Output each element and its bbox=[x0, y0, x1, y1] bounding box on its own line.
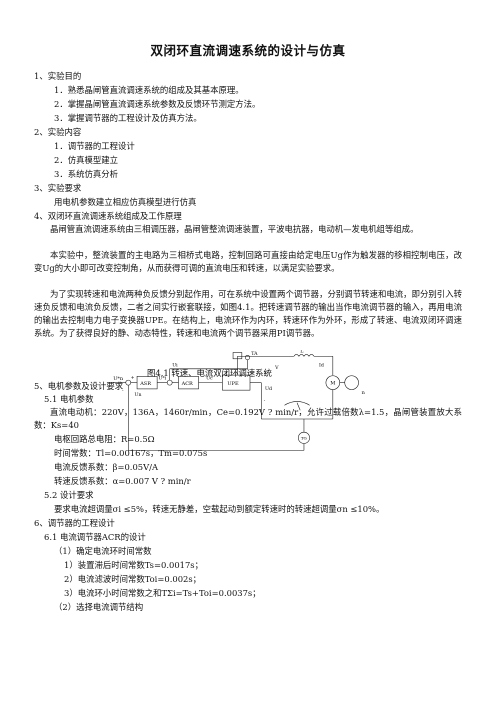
section-6-1-step-2: （2）选择电流调节结构 bbox=[54, 602, 144, 612]
section-6-1-item: 1）装置滞后时间常数Ts=0.0017s； bbox=[64, 560, 203, 570]
label-acr: ACR bbox=[181, 381, 193, 387]
section-2-item: 3．系统仿真分析 bbox=[54, 169, 118, 179]
section-5-heading: 5、电机参数及设计要求 bbox=[34, 381, 124, 391]
label-id: Id bbox=[319, 362, 324, 368]
section-6-1-step-1: （1）确定电流环时间常数 bbox=[54, 546, 152, 556]
section-1-item: 1．熟悉晶闸管直流调速系统的组成及其基本原理。 bbox=[54, 85, 244, 95]
sign-plus-1: + bbox=[131, 376, 135, 381]
section-6-1-item: 2）电流滤波时间常数Toi=0.002s； bbox=[64, 574, 202, 584]
section-6-1-heading: 6.1 电流调节器ACR的设计 bbox=[44, 532, 146, 542]
section-3-text: 用电机参数建立相应仿真模型进行仿真 bbox=[54, 197, 197, 207]
param-current-feedback: 电流反馈系数：β=0.05V/A bbox=[54, 462, 159, 472]
label-l: L bbox=[300, 350, 303, 355]
label-un: Un bbox=[135, 392, 142, 398]
sign-plus-2: + bbox=[264, 372, 268, 377]
param-time-constants: 时间常数：Tl=0.00167s，Tm=0.075s bbox=[54, 448, 208, 458]
section-1-heading: 1、实验目的 bbox=[34, 71, 82, 81]
label-asr: ASR bbox=[139, 381, 151, 387]
label-tg: TG bbox=[301, 436, 307, 441]
label-ui: Ui bbox=[172, 362, 178, 368]
design-requirement: 要求电流超调量σi ≤5%，转速无静差，空载起动到额定转速时的转速超调量σn ≤… bbox=[54, 504, 385, 514]
section-4-heading: 4、双闭环直流调速系统组成及工作原理 bbox=[34, 211, 182, 221]
label-uc: Uc bbox=[206, 375, 213, 381]
section-5-2-heading: 5.2 设计要求 bbox=[44, 490, 94, 500]
label-upe: UPE bbox=[227, 381, 239, 387]
section-6-1-item: 3）电流环小时间常数之和TΣi=Ts+Toi=0.0037s； bbox=[64, 588, 261, 598]
label-un-star: U*n bbox=[113, 376, 124, 382]
section-5-1-heading: 5.1 电机参数 bbox=[44, 394, 94, 404]
section-1-item: 2．掌握晶闸管直流调速系统参数及反馈环节测定方法。 bbox=[54, 99, 261, 109]
section-6-heading: 6、调节器的工程设计 bbox=[34, 518, 115, 528]
system-block-diagram: U*n ASR U*i ACR Uc UPE Ud Ui TA V L Id M… bbox=[113, 350, 366, 451]
label-n: n bbox=[362, 390, 366, 396]
section-3-heading: 3、实验要求 bbox=[34, 183, 82, 193]
param-speed-feedback: 转速反馈系数：α=0.007 V ? min/r bbox=[54, 476, 191, 486]
label-ui-star: U*i bbox=[158, 375, 166, 381]
label-ud: Ud bbox=[265, 386, 272, 392]
label-ta: TA bbox=[251, 351, 258, 357]
sign-minus-2: - bbox=[264, 398, 266, 403]
page-title: 双闭环直流调速系统的设计与仿真 bbox=[150, 43, 346, 58]
paragraph-1: 晶闸管直流调速系统由三相调压器，晶闸管整流调速装置，平波电抗器，电动机—发电机组… bbox=[50, 224, 419, 234]
label-v: V bbox=[274, 365, 279, 371]
section-2-heading: 2、实验内容 bbox=[34, 127, 82, 137]
param-resistance: 电枢回路总电阻：R=0.5Ω bbox=[54, 434, 155, 444]
motor-parameters: 直流电动机：220V，136A，1460r/min，Ce=0.192V ? mi… bbox=[34, 407, 462, 430]
paragraph-2: 本实验中，整流装置的主电路为三相桥式电路，控制回路可直接由给定电压Ug作为触发器… bbox=[34, 250, 462, 273]
section-2-item: 1．调节器的工程设计 bbox=[54, 141, 135, 151]
sign-minus-1: - bbox=[122, 388, 124, 393]
label-m: M bbox=[330, 381, 335, 387]
figure-caption: 图4.1 转速、电流双闭环调速系统 bbox=[147, 368, 272, 378]
paragraph-3: 为了实现转速和电流两种负反馈分别起作用，可在系统中设置两个调节器，分别调节转速和… bbox=[34, 289, 462, 338]
section-1-item: 3．掌握调节器的工程设计及仿真方法。 bbox=[54, 113, 202, 123]
section-2-item: 2．仿真模型建立 bbox=[54, 155, 118, 165]
